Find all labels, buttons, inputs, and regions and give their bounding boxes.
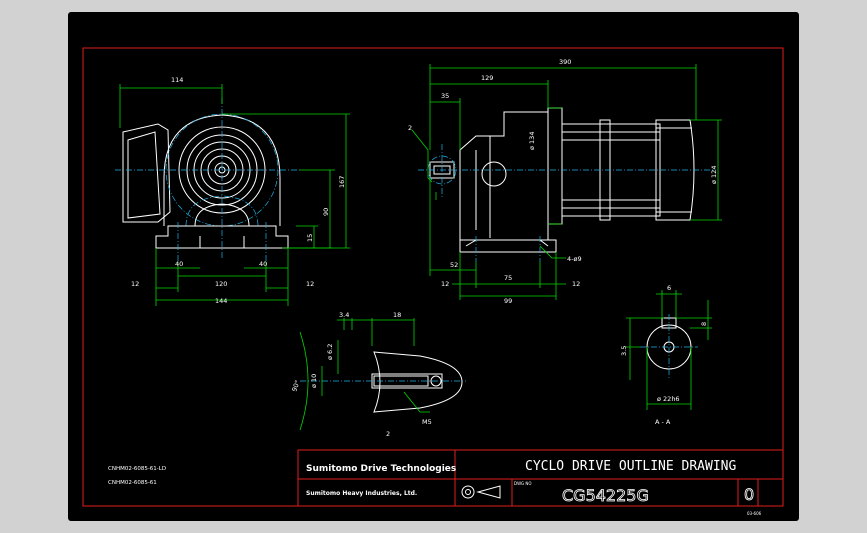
title-block bbox=[297, 449, 784, 507]
front-view bbox=[115, 84, 350, 306]
drawing-number-label: DWG NO bbox=[514, 481, 532, 486]
dim-side-75: 75 bbox=[504, 274, 512, 282]
dim-side-35: 35 bbox=[441, 92, 449, 100]
dim-side-99: 99 bbox=[504, 297, 512, 305]
drawing-title: CYCLO DRIVE OUTLINE DRAWING bbox=[525, 459, 736, 474]
dim-detail-d10: ø 10 bbox=[310, 374, 318, 388]
dim-side-overall: 390 bbox=[559, 58, 571, 66]
sheet-code: 03-606 bbox=[747, 511, 762, 516]
dim-front-base-height: 15 bbox=[306, 234, 314, 242]
company-name: Sumitomo Drive Technologies bbox=[306, 464, 456, 474]
dim-section-35: 3.5 bbox=[620, 346, 628, 356]
dim-side-motor-dia: ø 124 bbox=[710, 166, 718, 184]
dim-front-edge-right: 12 bbox=[306, 280, 314, 288]
dim-section-8: 8 bbox=[700, 322, 708, 326]
dim-detail-angle: 90° bbox=[290, 379, 301, 393]
dim-detail-d62: ø 6.2 bbox=[326, 344, 334, 360]
parent-company: Sumitomo Heavy Industries, Ltd. bbox=[306, 490, 417, 497]
note-1: CNHM02-6085-61-LD bbox=[108, 466, 166, 472]
dim-detail-2: 2 bbox=[386, 430, 390, 438]
dim-front-bolt-right: 40 bbox=[259, 260, 267, 268]
section-label: A - A bbox=[655, 418, 671, 426]
side-view bbox=[411, 64, 722, 300]
dim-side-12a: 12 bbox=[441, 280, 449, 288]
dim-section-6: 6 bbox=[667, 284, 671, 292]
dim-side-shaft-offset: 52 bbox=[450, 261, 458, 269]
dim-side-label-2: 2 bbox=[408, 124, 412, 132]
dim-side-129: 129 bbox=[481, 74, 493, 82]
dim-section-22: ø 22h6 bbox=[657, 395, 680, 403]
border-frame bbox=[82, 47, 784, 507]
dim-detail-m5: M5 bbox=[422, 418, 432, 426]
dim-front-height-total: 167 bbox=[338, 176, 346, 188]
dim-front-height-axis: 90 bbox=[322, 208, 330, 216]
section-a-a bbox=[626, 290, 712, 410]
dim-front-edge-left: 12 bbox=[131, 280, 139, 288]
dim-detail-34: 3.4 bbox=[339, 311, 349, 319]
dim-side-holes: 4-ø9 bbox=[567, 255, 582, 263]
revision: 0 bbox=[744, 485, 754, 504]
drawing-number: CG54225G bbox=[562, 486, 649, 505]
dim-side-12b: 12 bbox=[572, 280, 580, 288]
dim-front-overall: 144 bbox=[215, 297, 227, 305]
note-2: CNHM02-6085-61 bbox=[108, 480, 157, 486]
drawing-sheet bbox=[68, 12, 799, 521]
dim-detail-18: 18 bbox=[393, 311, 401, 319]
dim-front-bolt-left: 40 bbox=[175, 260, 183, 268]
dim-front-width-top: 114 bbox=[171, 76, 183, 84]
dim-front-bolt-span: 120 bbox=[215, 280, 227, 288]
shaft-detail bbox=[299, 318, 466, 431]
dim-side-flange-dia: ø 134 bbox=[528, 132, 536, 150]
